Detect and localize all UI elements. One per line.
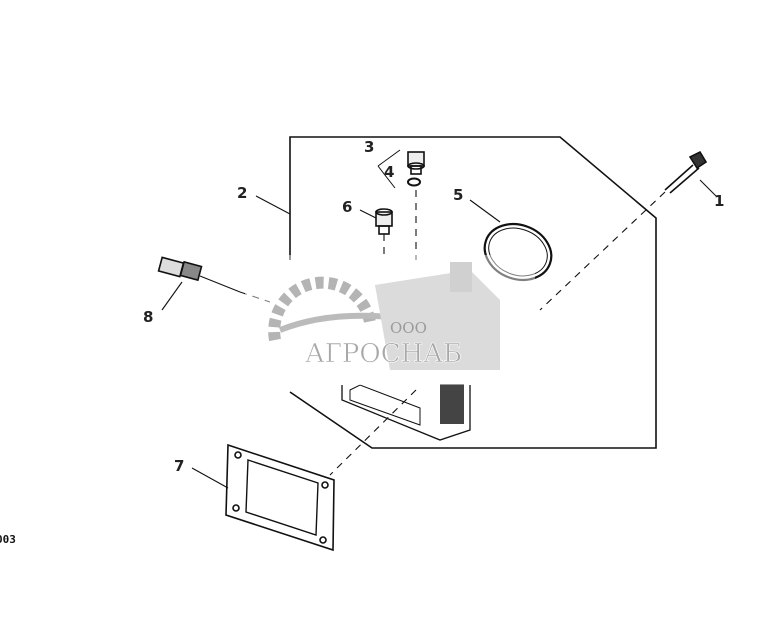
- callout-3: 3: [364, 138, 374, 156]
- callout-4: 4: [384, 163, 394, 181]
- seal-ring-4: [407, 177, 421, 187]
- watermark-prefix: ООО: [390, 319, 427, 337]
- sensor-8: [157, 256, 241, 293]
- callout-1: 1: [714, 192, 724, 210]
- housing-flange: [341, 385, 471, 441]
- plug-3: [407, 151, 425, 175]
- callout-2: 2: [237, 184, 247, 202]
- fitting-6: [375, 208, 393, 235]
- callout-8: 8: [143, 308, 153, 326]
- callout-7: 7: [174, 457, 184, 475]
- gasket-7: [225, 443, 335, 552]
- watermark-name: АГРОСНАБ: [305, 339, 462, 369]
- callout-6: 6: [342, 198, 352, 216]
- callouts: 1 2 3 4 5 6 7 8: [143, 138, 724, 475]
- watermark-logo: ООО АГРОСНАБ: [245, 255, 535, 385]
- bolt-1: [664, 150, 708, 194]
- housing-outline: [289, 136, 657, 449]
- callout-5: 5: [453, 186, 463, 204]
- reference-code: 003: [0, 533, 16, 546]
- o-ring-5: [483, 222, 553, 282]
